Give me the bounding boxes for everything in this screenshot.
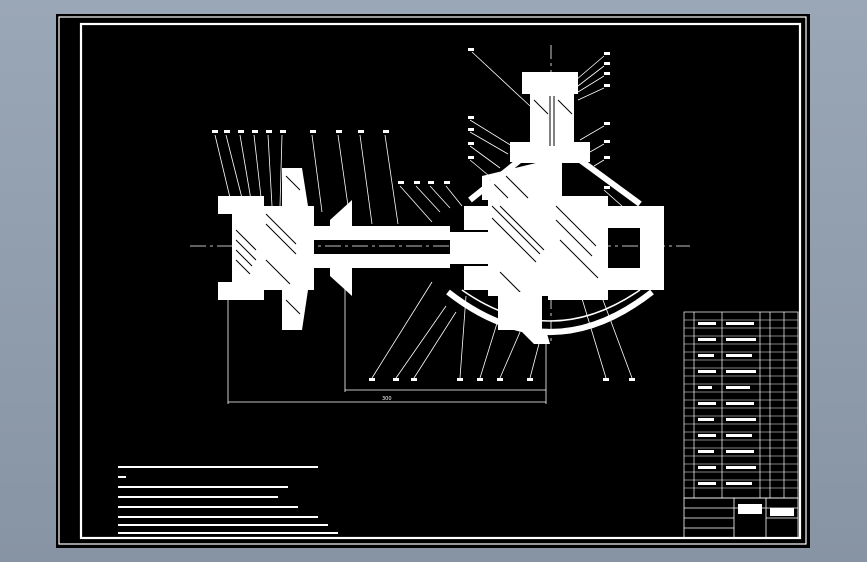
left-flange: [218, 168, 314, 330]
inner-frame: [79, 22, 802, 540]
bearing-cone-lower: [330, 262, 352, 296]
vertical-shaft: [510, 72, 590, 200]
bearing-cone: [330, 200, 352, 234]
lower-gear: [498, 292, 550, 344]
parts-list-text-marks: [698, 322, 756, 485]
left-flange-hatch: [235, 175, 301, 315]
parts-list-rows: [684, 319, 798, 489]
dimension-lines: [227, 270, 547, 404]
dimension-label: 300: [382, 396, 392, 402]
differential-housing: [464, 162, 664, 300]
leader-lines: [214, 51, 633, 379]
technical-notes: [118, 466, 338, 534]
cad-viewport[interactable]: 300: [56, 14, 810, 548]
title-block-fill: [738, 504, 794, 516]
housing-arc: [446, 289, 654, 335]
assembly-drawing: 300: [58, 16, 807, 545]
main-shaft: [300, 226, 490, 268]
housing-arc-inner: [461, 289, 641, 322]
callout-marks: [212, 48, 635, 381]
vertical-shaft-hatch: [533, 96, 573, 146]
outer-frame: [58, 16, 807, 545]
